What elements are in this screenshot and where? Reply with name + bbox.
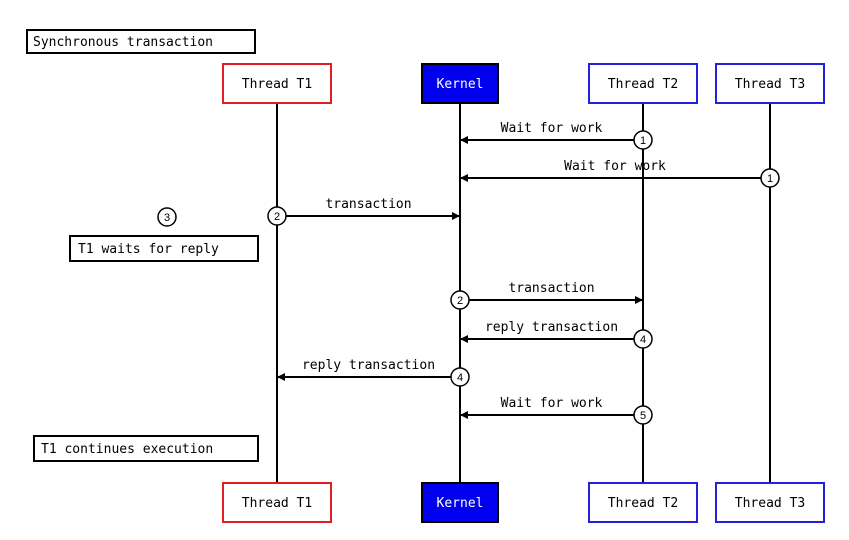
step-number: 1 bbox=[640, 135, 646, 147]
step-marker bbox=[633, 130, 653, 150]
participant-t1-top: Thread T1 bbox=[222, 63, 332, 104]
message-label: transaction bbox=[508, 281, 594, 296]
step-marker bbox=[760, 168, 780, 188]
diagram-title-text: Synchronous transaction bbox=[33, 35, 213, 50]
step-marker bbox=[633, 329, 653, 349]
message-label: Wait for work bbox=[564, 159, 666, 174]
message-label: reply transaction bbox=[485, 320, 618, 335]
step-number: 2 bbox=[457, 295, 463, 307]
message-2: Wait for work 1 bbox=[460, 159, 780, 188]
participant-t2-top: Thread T2 bbox=[588, 63, 698, 104]
diagram-title: Synchronous transaction bbox=[26, 29, 256, 54]
step-marker bbox=[450, 367, 470, 387]
step-number: 5 bbox=[640, 410, 646, 422]
participant-t3-bottom: Thread T3 bbox=[715, 482, 825, 523]
message-3: transaction 2 bbox=[267, 197, 460, 226]
step-number: 4 bbox=[640, 334, 646, 346]
participant-label: Thread T1 bbox=[242, 77, 312, 92]
step-marker bbox=[450, 290, 470, 310]
message-7: Wait for work 5 bbox=[460, 396, 653, 425]
message-1: Wait for work 1 bbox=[460, 121, 653, 150]
note-text: T1 continues execution bbox=[41, 442, 213, 457]
note-waits: 3 T1 waits for reply bbox=[69, 207, 259, 262]
participant-label: Thread T2 bbox=[608, 77, 678, 92]
participant-kernel-top: Kernel bbox=[421, 63, 499, 104]
message-5: reply transaction 4 bbox=[460, 320, 653, 349]
message-label: Wait for work bbox=[501, 396, 603, 411]
participant-label: Thread T3 bbox=[735, 496, 805, 511]
participant-label: Thread T3 bbox=[735, 77, 805, 92]
step-marker-3 bbox=[157, 207, 177, 227]
participant-t1-bottom: Thread T1 bbox=[222, 482, 332, 523]
message-label: Wait for work bbox=[501, 121, 603, 136]
note-continues: T1 continues execution bbox=[33, 435, 259, 462]
participant-label: Thread T2 bbox=[608, 496, 678, 511]
step-number: 2 bbox=[274, 211, 280, 223]
participant-t2-bottom: Thread T2 bbox=[588, 482, 698, 523]
message-label: reply transaction bbox=[302, 358, 435, 373]
step-number: 1 bbox=[767, 173, 773, 185]
participant-label: Kernel bbox=[437, 496, 484, 511]
participant-label: Kernel bbox=[437, 77, 484, 92]
step-number: 3 bbox=[164, 212, 170, 224]
participant-t3-top: Thread T3 bbox=[715, 63, 825, 104]
step-number: 4 bbox=[457, 372, 463, 384]
step-marker bbox=[267, 206, 287, 226]
message-6: reply transaction 4 bbox=[277, 358, 470, 387]
step-marker bbox=[633, 405, 653, 425]
message-label: transaction bbox=[325, 197, 411, 212]
message-4: transaction 2 bbox=[450, 281, 643, 310]
note-text: T1 waits for reply bbox=[78, 242, 219, 257]
participant-kernel-bottom: Kernel bbox=[421, 482, 499, 523]
participant-label: Thread T1 bbox=[242, 496, 312, 511]
